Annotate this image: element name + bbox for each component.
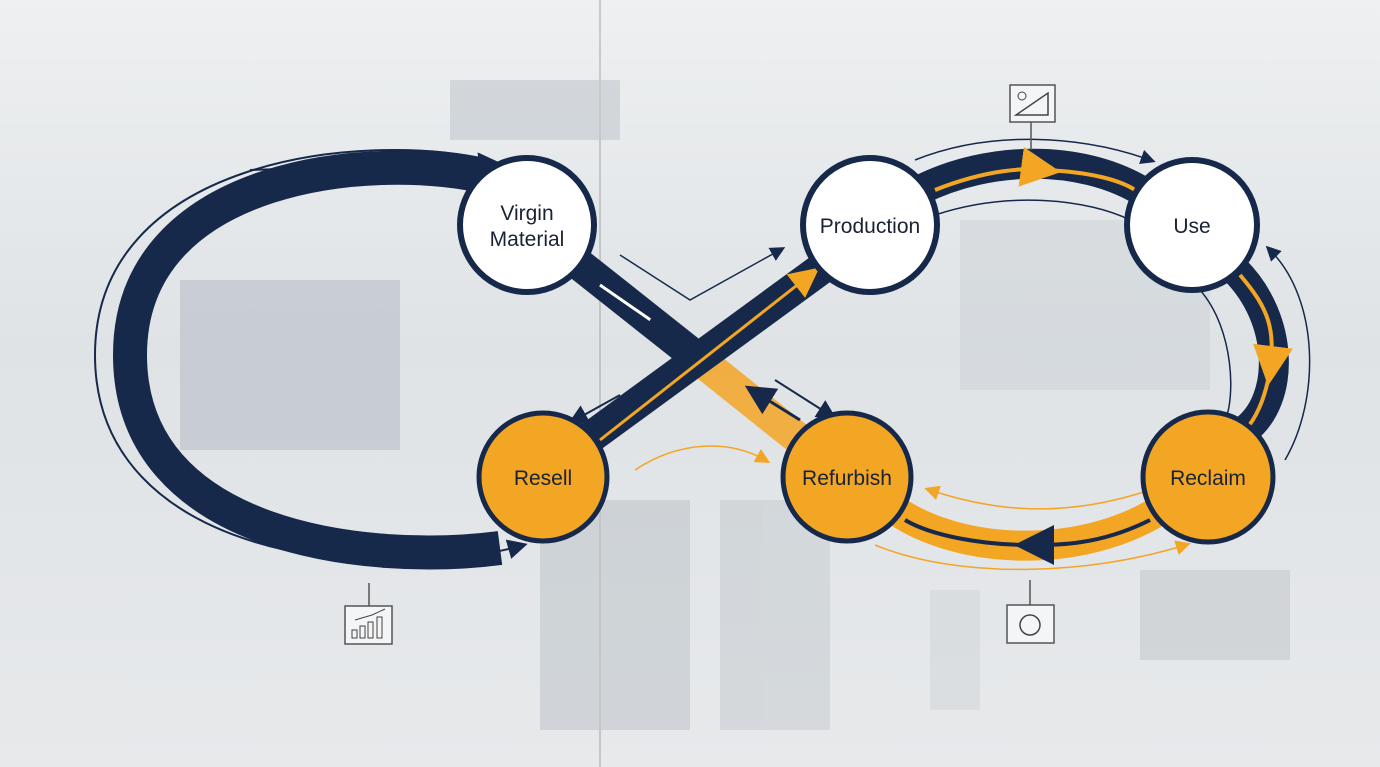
left-loop-track (112, 150, 503, 570)
node-reclaim[interactable]: Reclaim (1140, 409, 1276, 545)
node-virgin-material[interactable]: Virgin Material (457, 155, 597, 295)
node-use[interactable]: Use (1124, 157, 1260, 293)
node-production[interactable]: Production (800, 155, 940, 295)
node-label: Virgin (500, 202, 553, 225)
node-refurbish[interactable]: Refurbish (780, 410, 914, 544)
node-label: Material (490, 228, 565, 251)
reclaim-to-refurbish-track (886, 497, 1168, 561)
left-loop-outer-arrow (93, 149, 528, 563)
port-background (180, 0, 1290, 767)
recycle-brain-icon (1006, 580, 1055, 644)
node-label: Resell (514, 467, 572, 490)
design-tools-icon (1009, 84, 1056, 150)
node-label: Reclaim (1170, 467, 1246, 490)
growth-chart-icon (344, 583, 393, 645)
node-label: Production (820, 215, 920, 238)
node-label: Use (1173, 215, 1210, 238)
node-resell[interactable]: Resell (476, 410, 610, 544)
node-label: Refurbish (802, 467, 892, 490)
